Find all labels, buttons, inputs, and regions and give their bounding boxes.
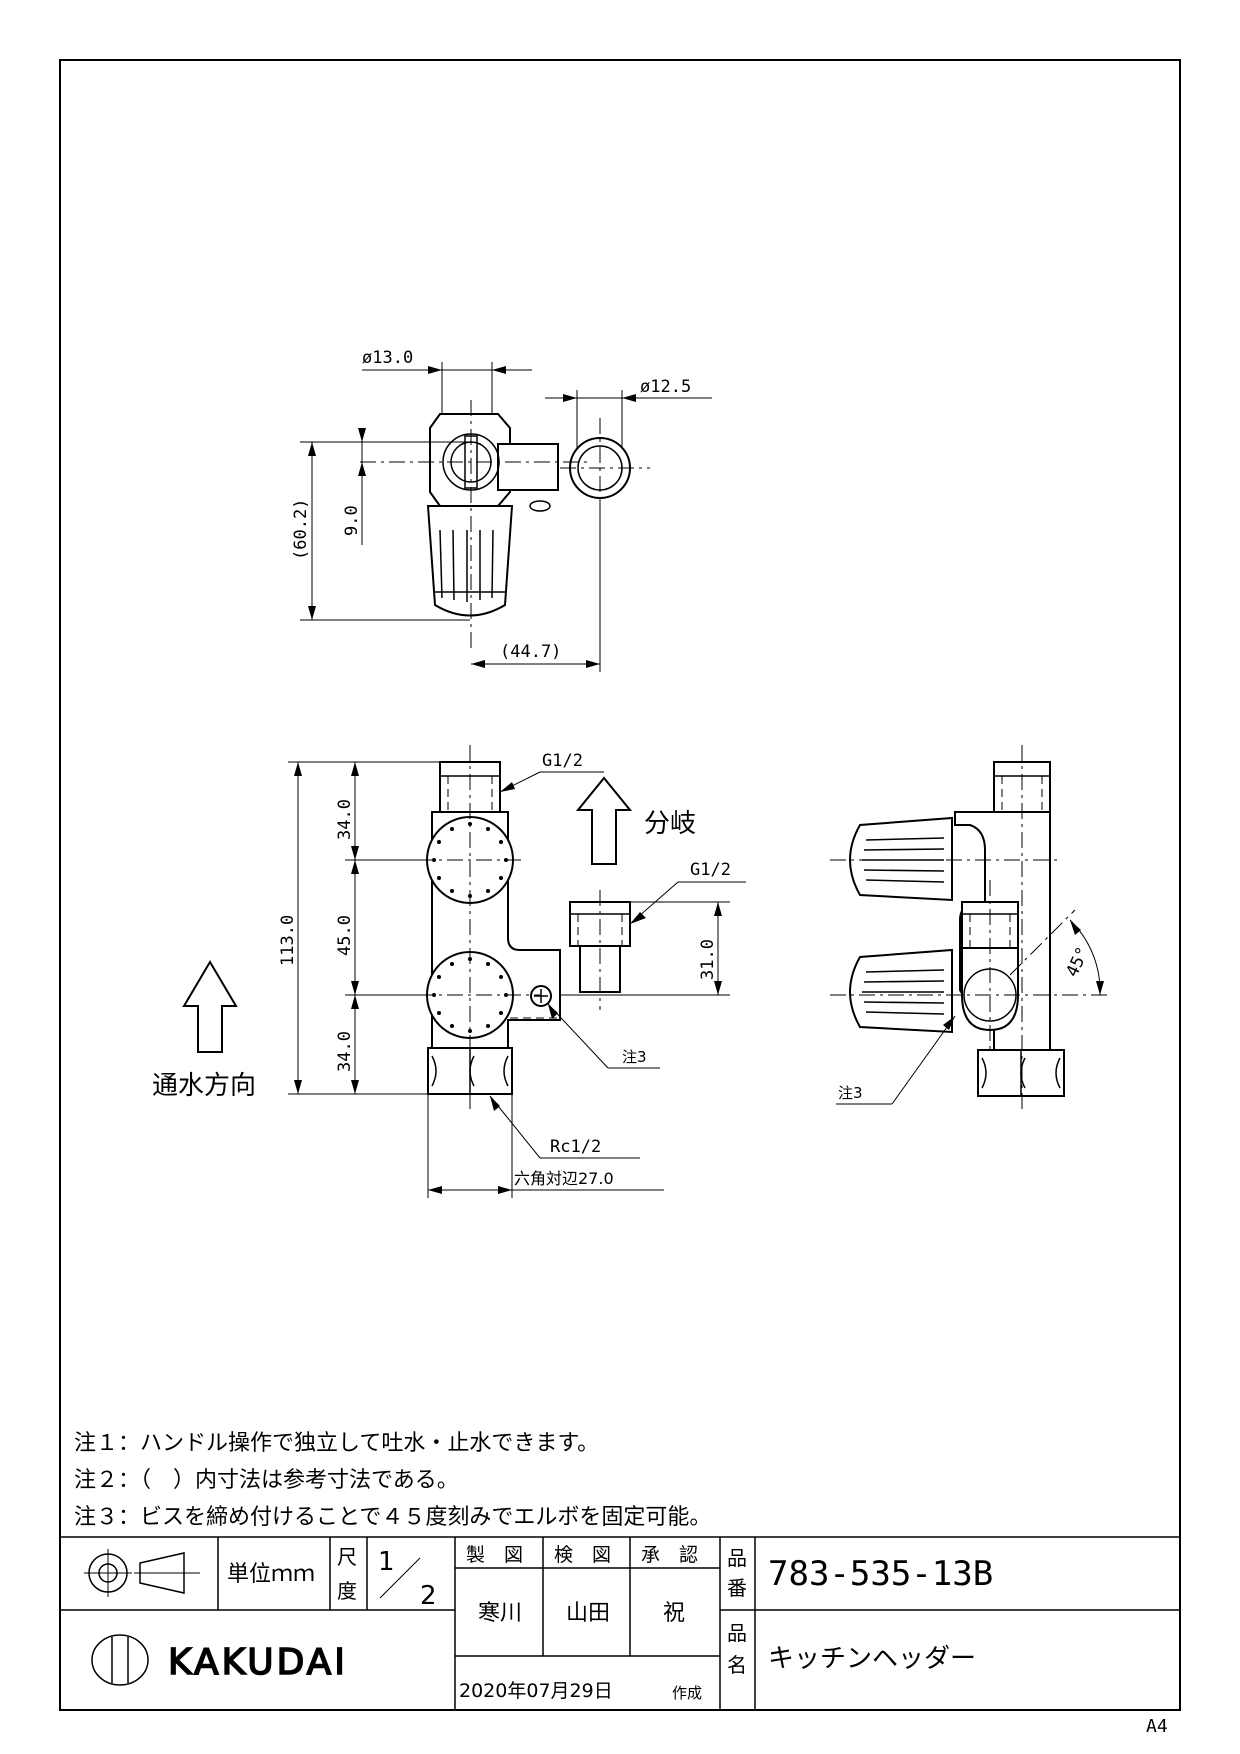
dim-lower: 34.0 [335,1031,355,1072]
label-hex: 六角対辺27.0 [514,1169,614,1188]
scale-den: 2 [420,1581,437,1611]
dim-height: (60.2) [291,499,311,560]
name-checked: 山田 [566,1601,610,1626]
scale-label-1: 尺 [337,1545,357,1569]
dim-total: 113.0 [278,915,298,966]
date-suffix: 作成 [672,1684,702,1702]
dim-upper: 34.0 [335,799,355,840]
label-branch: 分岐 [644,809,696,839]
part-name-label-2: 名 [727,1653,747,1677]
unit-label: 単位ｍｍ [227,1562,315,1587]
dim-dia-left: ø13.0 [362,348,413,368]
label-branch-thread: G1/2 [690,860,731,880]
top-view: ø13.0 ø12.5 (60.2 [291,348,712,672]
name-approved: 祝 [663,1601,685,1626]
head-checked: 検 図 [554,1544,611,1566]
head-approved: 承 認 [641,1544,698,1566]
dim-width: (44.7) [500,642,561,662]
flow-arrow [182,960,238,1053]
company-logo: KAKUDAI [91,1634,348,1686]
part-name-label-1: 品 [727,1621,747,1645]
label-bottom-thread: Rc1/2 [550,1137,601,1157]
notes: 注１：ハンドル操作で独立して吐水・止水できます。 注２：（ ）内寸法は参考寸法で… [74,1431,711,1530]
company-name: KAKUDAI [168,1642,348,1683]
dim-middle: 45.0 [335,915,355,956]
note-2: 注２：（ ）内寸法は参考寸法である。 [74,1468,459,1493]
head-drawn: 製 図 [466,1544,523,1566]
part-no-label-1: 品 [727,1546,747,1570]
dim-dia-right: ø12.5 [640,377,691,397]
part-name: キッチンヘッダー [768,1644,976,1674]
label-note3-front: 注3 [622,1048,647,1066]
side-view: 45° 注3 [830,745,1110,1110]
dim-angle: 45° [1062,944,1093,980]
label-note3-side: 注3 [838,1084,863,1102]
name-drawn: 寒川 [478,1601,522,1626]
drawing-frame [59,59,1181,1711]
part-no-label-2: 番 [727,1576,747,1600]
scale-num: 1 [378,1547,395,1577]
dim-offset: 9.0 [342,505,362,536]
title-block: 単位ｍｍ 尺 度 1 2 製 図 検 図 承 認 寒川 山田 祝 2020年07… [60,1536,1180,1710]
scale-label-2: 度 [337,1579,357,1603]
note-1: 注１：ハンドル操作で独立して吐水・止水できます。 [74,1431,599,1456]
projection-symbol [84,1549,200,1597]
note-3: 注３：ビスを締め付けることで４５度刻みでエルボを固定可能。 [74,1505,711,1530]
label-inlet-thread: G1/2 [542,751,583,771]
paper-size: A4 [1146,1716,1168,1737]
label-flow: 通水方向 [152,1071,256,1101]
date: 2020年07月29日 [459,1680,613,1702]
part-no: 783-535-13B [768,1554,993,1594]
dim-branch: 31.0 [698,939,718,980]
front-view: 113.0 34.0 45.0 34.0 31.0 G1/2 分岐 G1/2 [152,745,746,1198]
branch-arrow [575,776,633,865]
